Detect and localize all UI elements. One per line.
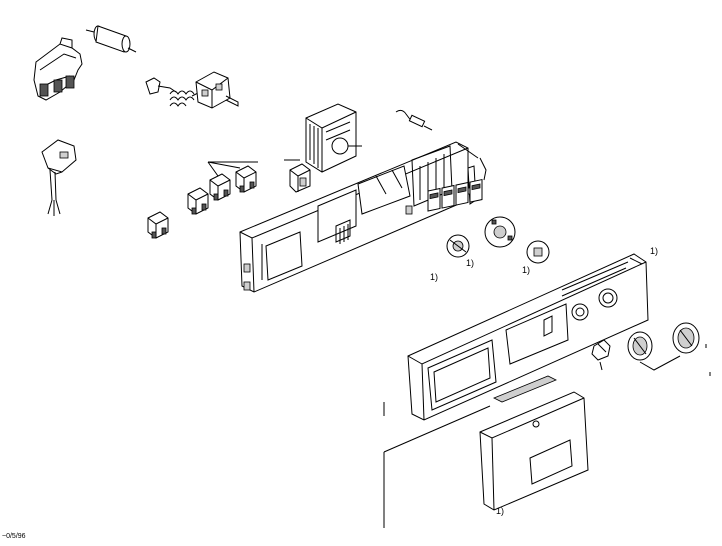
- drawer-leader-line: [383, 402, 491, 528]
- switch-leader-lines: [207, 161, 258, 177]
- detergent-drawer-front: [479, 391, 589, 511]
- programme-timer: [305, 103, 362, 173]
- pushbutton-switch-4: [147, 211, 169, 239]
- label-1-drawer: 1): [496, 506, 505, 516]
- mains-cable-plug: [41, 139, 77, 216]
- programme-knob-right: [672, 322, 700, 354]
- pushbutton-keys: [427, 178, 483, 212]
- label-1-fascia: 1): [650, 246, 659, 256]
- label-1-keys: 1): [430, 272, 439, 282]
- label-1-cam-right: 1): [522, 265, 531, 275]
- knob-leader-lines: [599, 355, 681, 371]
- signal-lamp: [395, 109, 433, 131]
- pushbutton-switch-1: [235, 165, 257, 193]
- cam-disc-left: [446, 234, 470, 258]
- cam-disc-centre: [484, 216, 516, 248]
- connector-block: [33, 37, 83, 101]
- footer-code: ~0/5/96: [2, 533, 26, 540]
- small-knob: [591, 339, 611, 361]
- programme-knob-left: [627, 331, 653, 361]
- cam-disc-right: [526, 240, 550, 264]
- small-switch: [284, 159, 311, 193]
- fascia-panel: [407, 253, 649, 421]
- label-1-cam-disc: 1): [466, 258, 475, 268]
- pushbutton-switch-3: [187, 187, 209, 215]
- suppressor-capacitor: [85, 25, 137, 53]
- pushbutton-switch-2: [209, 173, 231, 201]
- thermostat: [145, 71, 239, 109]
- drawer-strip: [493, 375, 557, 403]
- control-panel-carrier: [239, 141, 469, 293]
- thin-marks: [705, 344, 711, 376]
